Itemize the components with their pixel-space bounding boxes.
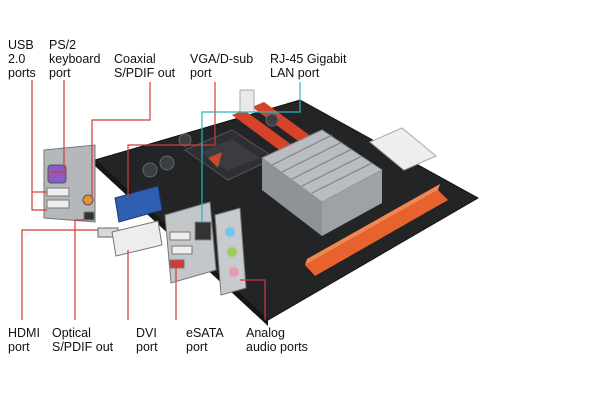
label-rj45-line1: RJ-45 Gigabit <box>270 52 347 66</box>
callout-lines-red <box>21 80 266 320</box>
label-usb-line2: 2.0 <box>8 52 26 66</box>
label-esata: eSATA port <box>186 326 224 354</box>
label-optical: Optical S/PDIF out <box>52 326 113 354</box>
cpu-socket-marker <box>208 152 222 168</box>
label-analog-line2: audio ports <box>246 340 308 354</box>
audio-jack-1 <box>225 227 235 237</box>
ps2-port-shape <box>47 164 67 184</box>
label-ps2-line3: port <box>49 66 71 80</box>
capacitor-2 <box>159 155 175 171</box>
callout-coaxial <box>91 82 151 198</box>
label-analog-line1: Analog <box>246 326 285 340</box>
label-rj45: RJ-45 Gigabit LAN port <box>270 52 346 80</box>
label-ps2: PS/2 keyboard port <box>49 38 100 80</box>
label-coaxial-line1: Coaxial <box>114 52 156 66</box>
usb-port-shape-3 <box>169 231 191 241</box>
heatsink-side <box>262 158 322 236</box>
label-dvi-line1: DVI <box>136 326 157 340</box>
capacitor-1 <box>142 162 158 178</box>
heatsink-fins <box>271 134 373 194</box>
callout-hdmi <box>21 229 98 320</box>
label-optical-line2: S/PDIF out <box>52 340 114 354</box>
vga-port-shape <box>114 185 163 223</box>
heatsink-front <box>322 170 382 236</box>
label-hdmi-line1: HDMI <box>8 326 40 340</box>
callout-vga <box>127 82 216 198</box>
label-usb-line1: USB <box>8 38 34 52</box>
label-vga-line1: VGA/D-sub <box>190 52 254 66</box>
label-coaxial-line2: S/PDIF out <box>114 66 176 80</box>
cpu-socket-window <box>200 139 260 171</box>
coaxial-port-shape <box>82 194 94 206</box>
label-usb-line3: ports <box>8 66 36 80</box>
label-hdmi-line2: port <box>8 340 30 354</box>
battery-area <box>239 89 255 113</box>
label-vga: VGA/D-sub port <box>190 52 253 80</box>
esata-port-shape <box>169 259 185 269</box>
label-ps2-line1: PS/2 <box>49 38 77 52</box>
pcie-slot-top <box>305 184 440 265</box>
label-coaxial: Coaxial S/PDIF out <box>114 52 175 80</box>
usb-port-shape-4 <box>171 245 193 255</box>
callout-optical <box>74 219 84 320</box>
label-dvi-line2: port <box>136 340 158 354</box>
label-optical-line1: Optical <box>52 326 91 340</box>
label-analog: Analog audio ports <box>246 326 308 354</box>
lan-usb-stack <box>164 201 217 284</box>
audio-jack-3 <box>229 267 239 277</box>
label-ps2-line2: keyboard <box>49 52 101 66</box>
dvi-port-shape <box>111 220 163 257</box>
rj45-port-shape <box>194 221 212 241</box>
callout-ps2 <box>50 80 65 173</box>
label-esata-line1: eSATA <box>186 326 224 340</box>
callout-usb <box>31 80 47 211</box>
label-rj45-line2: LAN port <box>270 66 320 80</box>
atx-power-connector <box>369 127 437 171</box>
pcie-slot <box>305 190 448 276</box>
label-dvi: DVI port <box>136 326 158 354</box>
audio-jack-2 <box>227 247 237 257</box>
capacitor-3 <box>178 133 192 147</box>
usb-port-shape-1 <box>46 187 70 197</box>
callout-rj45 <box>201 82 301 222</box>
optical-port-shape <box>83 211 95 221</box>
capacitor-4 <box>265 113 279 127</box>
label-vga-line2: port <box>190 66 212 80</box>
callout-analog <box>240 279 266 320</box>
usb-port-shape-2 <box>46 199 70 209</box>
label-hdmi: HDMI port <box>8 326 40 354</box>
label-usb: USB 2.0 ports <box>8 38 36 80</box>
label-esata-line2: port <box>186 340 208 354</box>
